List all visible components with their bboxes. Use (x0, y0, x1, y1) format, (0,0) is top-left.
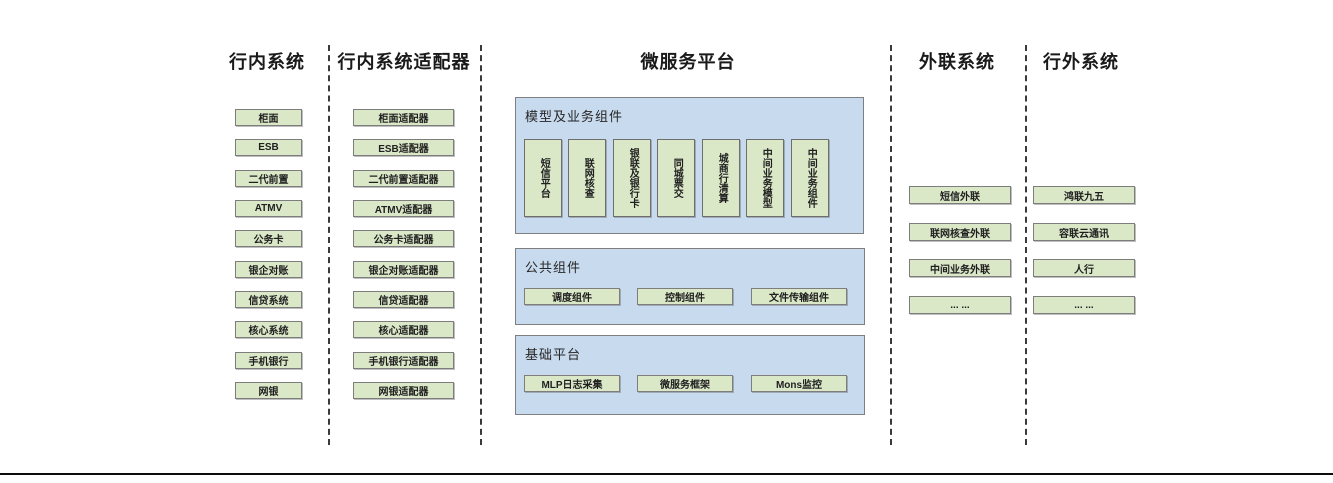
component-box: 联网核查 (568, 139, 606, 217)
adapter-box: 核心适配器 (353, 321, 454, 338)
component-box: 微服务框架 (637, 375, 733, 392)
column-title-internal-adapters: 行内系统适配器 (337, 52, 471, 72)
outside-system-box: 鸿联九五 (1033, 186, 1135, 204)
component-box: 同城票交 (657, 139, 695, 217)
component-box: 调度组件 (524, 288, 620, 305)
panel-title: 基础平台 (525, 347, 582, 362)
panel-title: 公共组件 (525, 260, 582, 275)
component-box: 控制组件 (637, 288, 733, 305)
adapter-box: 二代前置适配器 (353, 170, 454, 187)
component-box: 短信平台 (524, 139, 562, 217)
system-box: 信贷系统 (235, 291, 302, 308)
system-box: ESB (235, 139, 302, 156)
column-title-external-link-systems: 外联系统 (919, 52, 995, 72)
panel-common-components: 公共组件 (515, 248, 865, 325)
component-box: 中间业务组件 (791, 139, 829, 217)
component-box: 银联及银行卡 (613, 139, 651, 217)
adapter-box: 公务卡适配器 (353, 230, 454, 247)
system-box: 核心系统 (235, 321, 302, 338)
external-link-box: 联网核查外联 (909, 223, 1011, 241)
component-box: 城商行清算 (702, 139, 740, 217)
adapter-box: 手机银行适配器 (353, 352, 454, 369)
system-box: 网银 (235, 382, 302, 399)
outside-system-box: 容联云通讯 (1033, 223, 1135, 241)
component-box: MLP日志采集 (524, 375, 620, 392)
adapter-box: 银企对账适配器 (353, 261, 454, 278)
divider-3 (890, 45, 892, 445)
divider-2 (480, 45, 482, 445)
system-box: ATMV (235, 200, 302, 217)
component-box: 文件传输组件 (751, 288, 847, 305)
divider-4 (1025, 45, 1027, 445)
adapter-box: ATMV适配器 (353, 200, 454, 217)
adapter-box: 信贷适配器 (353, 291, 454, 308)
system-box: 柜面 (235, 109, 302, 126)
outside-system-box: 人行 (1033, 259, 1135, 277)
system-box: 二代前置 (235, 170, 302, 187)
adapter-box: 柜面适配器 (353, 109, 454, 126)
system-box: 公务卡 (235, 230, 302, 247)
adapter-box: ESB适配器 (353, 139, 454, 156)
outside-system-box: ... ... (1033, 296, 1135, 314)
adapter-box: 网银适配器 (353, 382, 454, 399)
external-link-box: 短信外联 (909, 186, 1011, 204)
component-box: Mons监控 (751, 375, 847, 392)
external-link-box: 中间业务外联 (909, 259, 1011, 277)
component-box: 中间业务模型 (746, 139, 784, 217)
divider-1 (328, 45, 330, 445)
bottom-rule (0, 473, 1333, 475)
column-title-outside-systems: 行外系统 (1043, 52, 1119, 72)
system-box: 银企对账 (235, 261, 302, 278)
column-title-microservice-platform: 微服务平台 (640, 52, 736, 72)
system-box: 手机银行 (235, 352, 302, 369)
column-title-internal-systems: 行内系统 (229, 52, 305, 72)
panel-title: 模型及业务组件 (525, 109, 624, 124)
external-link-box: ... ... (909, 296, 1011, 314)
